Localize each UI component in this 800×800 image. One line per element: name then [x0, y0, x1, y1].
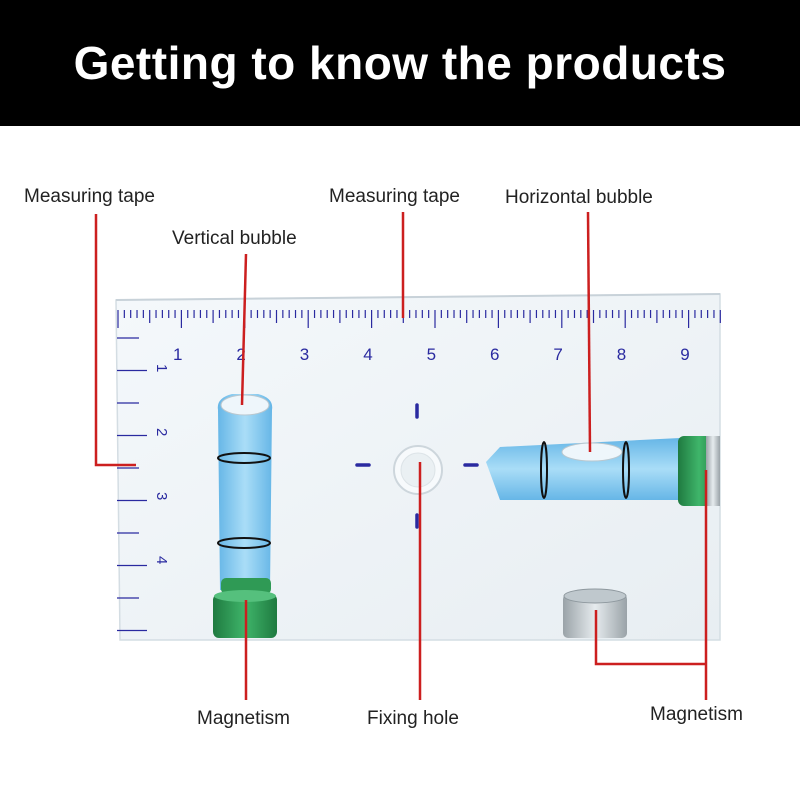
label-magnetism-right: Magnetism: [650, 704, 743, 725]
fixing-hole: [393, 445, 443, 495]
top-ruler-number: 3: [300, 345, 309, 364]
top-ruler-numbers: 1 2 3 4 5 6 7 8 9: [173, 345, 690, 364]
center-marks: [355, 403, 479, 529]
top-ruler-number: 7: [553, 345, 562, 364]
top-ruler-number: 6: [490, 345, 499, 364]
page-title: Getting to know the products: [73, 37, 727, 89]
side-ruler-number: 1: [153, 364, 170, 372]
pointer-magnetism-right-a: [594, 610, 706, 666]
title-banner: Getting to know the products: [0, 0, 800, 126]
label-measuring-tape-left: Measuring tape: [24, 186, 155, 207]
side-ruler-number: 3: [153, 492, 170, 500]
side-ruler-numbers: 1 2 3 4: [153, 364, 170, 564]
top-ruler-number: 4: [363, 345, 372, 364]
horizontal-bubble-vial: [486, 438, 680, 500]
label-magnetism-left: Magnetism: [197, 708, 290, 729]
label-vertical-bubble: Vertical bubble: [172, 228, 297, 249]
top-ruler-ticks: [117, 310, 721, 328]
label-measuring-tape-top: Measuring tape: [329, 186, 460, 207]
side-ruler-number: 2: [153, 428, 170, 436]
top-ruler-number: 5: [427, 345, 436, 364]
top-ruler-number: 8: [617, 345, 626, 364]
pointer-horizontal-bubble: [586, 211, 592, 453]
top-ruler-number: 9: [680, 345, 689, 364]
pointer-vertical-bubble: [240, 253, 248, 406]
pointer-lines: [94, 211, 708, 700]
top-ruler-number: 2: [236, 345, 245, 364]
top-ruler-number: 1: [173, 345, 182, 364]
side-ruler-ticks: [117, 337, 147, 632]
magnet-right-end: [678, 436, 720, 506]
vertical-bubble-vial: [217, 394, 273, 594]
side-ruler-number: 4: [153, 556, 170, 564]
label-horizontal-bubble: Horizontal bubble: [505, 187, 653, 208]
label-fixing-hole: Fixing hole: [367, 708, 459, 729]
pointer-measuring-tape-left: [94, 214, 136, 467]
